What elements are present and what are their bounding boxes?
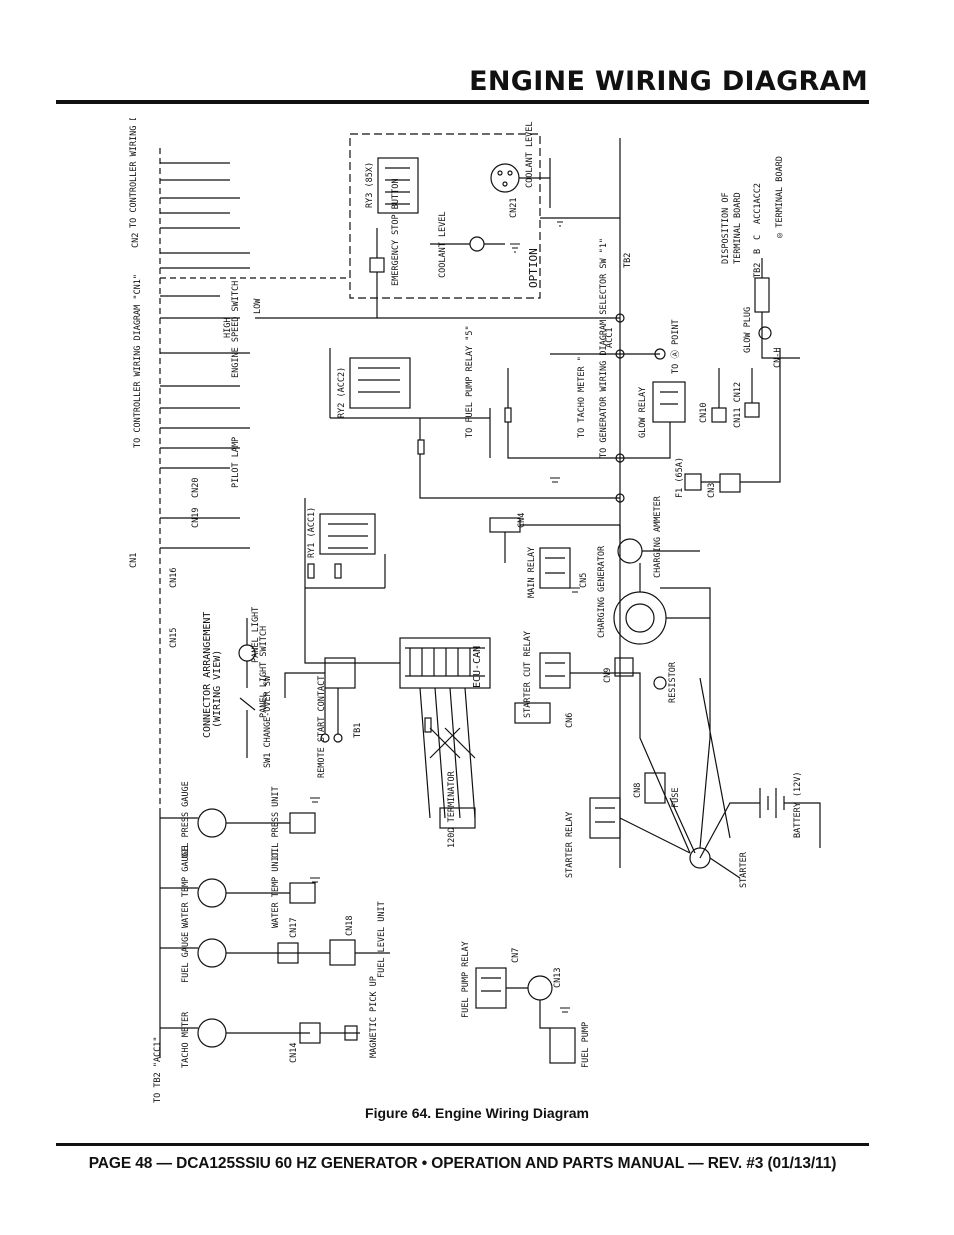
label-ry1: RY1 (ACC1) bbox=[307, 507, 317, 558]
label-cn11-cn12: CN11 CN12 bbox=[733, 382, 743, 428]
label-cn18: CN18 bbox=[345, 916, 355, 936]
label-fuel-gauge: FUEL GAUGE bbox=[181, 932, 191, 983]
label-oil-press-gauge: OIL PRESS GAUGE bbox=[181, 781, 191, 858]
header-rule bbox=[56, 100, 869, 104]
label-cn21: CN21 bbox=[509, 198, 519, 218]
label-cn2: CN2 bbox=[131, 233, 141, 248]
label-cn8: CN8 bbox=[633, 783, 643, 798]
label-starter-relay: STARTER RELAY bbox=[565, 811, 575, 878]
label-fuel-level-unit: FUEL LEVEL UNIT bbox=[377, 901, 387, 978]
label-connector-arrangement: CONNECTOR ARRANGEMENT bbox=[202, 612, 213, 738]
label-fuse: FUSE bbox=[671, 788, 681, 808]
label-glow-relay: GLOW RELAY bbox=[638, 387, 648, 438]
label-tb2-right: TB2 bbox=[623, 253, 633, 268]
label-terminator: 120Ω TERMINATOR bbox=[447, 770, 457, 848]
wiring-diagram-svg: DISPOSITION OF TERMINAL BOARD TB2 B C AC… bbox=[129, 118, 821, 1103]
label-main-relay: MAIN RELAY bbox=[527, 547, 537, 598]
label-terminal-board-symbol: ◎ TERMINAL BOARD bbox=[775, 156, 785, 238]
label-cn-h: CN-H bbox=[773, 348, 783, 368]
label-starter-cut-relay: STARTER CUT RELAY bbox=[523, 631, 533, 718]
label-battery: BATTERY (12V) bbox=[793, 771, 803, 838]
label-sw1: SW1 CHANGE-OVER SW bbox=[263, 675, 273, 768]
label-to-tacho-meter: TO TACHO METER " bbox=[577, 356, 587, 438]
label-charging-ammeter: CHARGING AMMETER bbox=[653, 495, 663, 578]
label-option: OPTION bbox=[527, 248, 540, 288]
label-water-temp-gauge: WATER TEMP GAUGE bbox=[181, 846, 191, 928]
label-panel-light-switch: PANEL LIGHT SWITCH bbox=[259, 626, 269, 718]
label-cn7: CN7 bbox=[511, 948, 521, 963]
label-ry2: RY2 (ACC2) bbox=[337, 367, 347, 418]
label-acc1: ACC1 bbox=[605, 328, 615, 348]
label-cn5: CN5 bbox=[579, 573, 589, 588]
wiring-diagram: DISPOSITION OF TERMINAL BOARD TB2 B C AC… bbox=[100, 118, 870, 1103]
label-cn1: CN1 bbox=[129, 553, 139, 568]
label-tb2: TB2 bbox=[753, 263, 763, 278]
label-controller-cn2: TO CONTROLLER WIRING DIAGRAM "CN2" bbox=[129, 118, 139, 228]
label-cn19: CN19 bbox=[191, 508, 201, 528]
label-terminal-board: TERMINAL BOARD bbox=[733, 192, 743, 264]
label-tb2-acc: ACC1ACC2 bbox=[753, 183, 763, 224]
label-cn20: CN20 bbox=[191, 478, 201, 498]
label-tb2-disposition: DISPOSITION OF bbox=[721, 192, 731, 264]
label-cn9: CN9 bbox=[603, 668, 613, 683]
footer-rule bbox=[56, 1143, 869, 1146]
label-high: HIGH bbox=[223, 318, 233, 338]
label-tacho-meter: TACHO METER bbox=[181, 1011, 191, 1068]
label-tb2-b: B bbox=[753, 249, 763, 254]
label-wiring-view: (WIRING VIEW) bbox=[212, 650, 223, 728]
label-f1: F1 (65A) bbox=[675, 457, 685, 498]
label-to-generator: TO GENERATOR WIRING DIAGRAM SELECTOR SW … bbox=[599, 238, 609, 458]
label-cn3: CN3 bbox=[707, 483, 717, 498]
label-ry3: RY3 (85X) bbox=[365, 162, 375, 208]
label-tb1: TB1 bbox=[353, 723, 363, 738]
label-cn14: CN14 bbox=[289, 1043, 299, 1063]
label-cn15: CN15 bbox=[169, 628, 179, 648]
label-coolant-level-sw: COOLANT LEVEL SW bbox=[525, 118, 535, 188]
page-title: ENGINE WIRING DIAGRAM bbox=[469, 66, 868, 97]
label-low: LOW bbox=[253, 298, 263, 314]
label-resistor: RESISTOR bbox=[668, 661, 678, 703]
label-fuel-pump-relay: FUEL PUMP RELAY bbox=[461, 941, 471, 1018]
label-water-temp-unit: WATER TEMP UNIT bbox=[271, 851, 281, 928]
label-to-point-a: TO Ⓐ POINT bbox=[671, 319, 681, 374]
label-oil-press-unit: OIL PRESS UNIT bbox=[271, 786, 281, 858]
label-to-tb2-acc1: TO TB2 "ACC1" bbox=[153, 1036, 163, 1103]
label-cn4: CN4 bbox=[517, 513, 527, 528]
label-panel-light: PANEL LIGHT bbox=[251, 607, 261, 663]
label-fuel-pump-relay-to: TO FUEL PUMP RELAY "5" bbox=[465, 325, 475, 438]
label-cn13: CN13 bbox=[553, 968, 563, 988]
label-cn16: CN16 bbox=[169, 568, 179, 588]
label-remote-start: REMOTE START CONTACT bbox=[317, 676, 327, 778]
label-coolant-level: COOLANT LEVEL bbox=[438, 211, 448, 278]
label-tb2-c: C bbox=[753, 235, 763, 240]
label-emergency-stop: EMERGENCY STOP BUTTON bbox=[391, 179, 401, 286]
label-cn17: CN17 bbox=[289, 918, 299, 938]
label-charging-generator: CHARGING GENERATOR bbox=[597, 545, 607, 638]
label-glow-plug: GLOW PLUG bbox=[743, 307, 753, 353]
label-starter: STARTER bbox=[739, 851, 749, 888]
label-cn6: CN6 bbox=[565, 713, 575, 728]
label-ecu-can: ECU-CAN bbox=[472, 646, 483, 688]
label-fuel-pump: FUEL PUMP bbox=[581, 1022, 591, 1068]
label-cn10: CN10 bbox=[699, 403, 709, 423]
label-magnetic-pickup: MAGNETIC PICK UP bbox=[369, 976, 379, 1058]
page-footer: PAGE 48 — DCA125SSIU 60 HZ GENERATOR • O… bbox=[88, 1155, 837, 1172]
label-pilot-lamp: PILOT LAMP bbox=[231, 437, 241, 488]
label-controller-cn1: TO CONTROLLER WIRING DIAGRAM "CN1" bbox=[133, 274, 143, 448]
figure-caption: Figure 64. Engine Wiring Diagram bbox=[365, 1105, 589, 1121]
label-engine-speed-switch: ENGINE SPEED SWITCH bbox=[231, 281, 241, 378]
